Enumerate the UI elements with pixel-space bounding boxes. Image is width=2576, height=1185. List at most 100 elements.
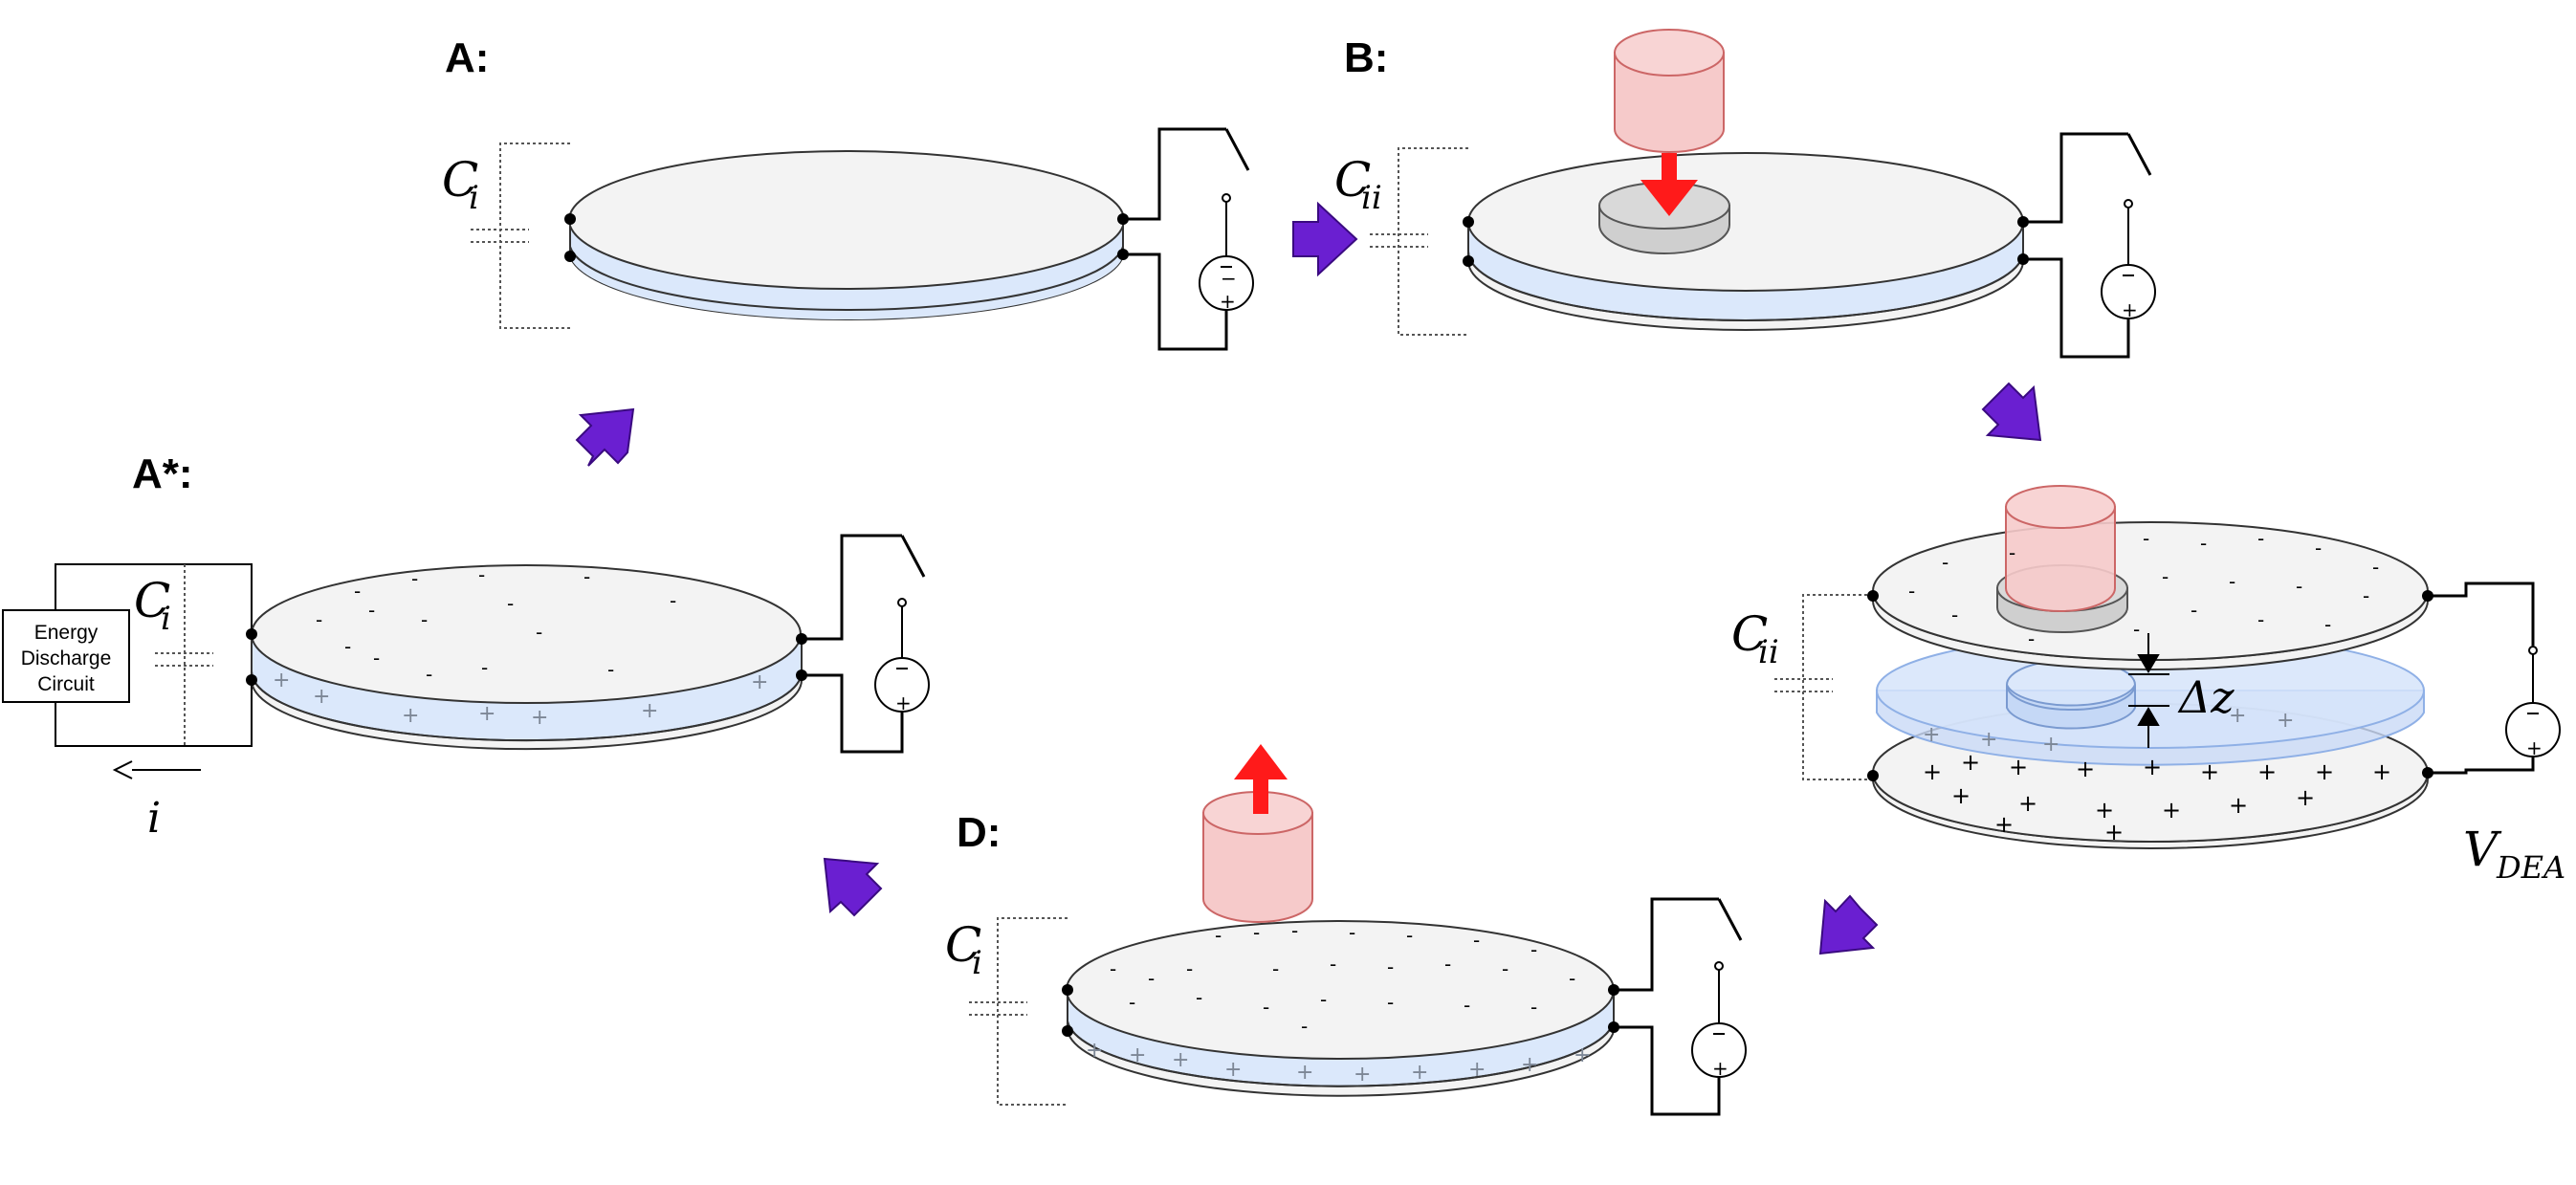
svg-text:+: + [1411, 1061, 1428, 1085]
svg-text:-: - [1253, 921, 1260, 944]
svg-text:-: - [481, 656, 488, 679]
svg-text:-: - [344, 635, 351, 658]
svg-text:-: - [2200, 532, 2207, 555]
panel-b-dea-stack [1463, 152, 2029, 331]
svg-text:+: + [2526, 736, 2543, 759]
svg-text:-: - [478, 563, 485, 586]
svg-text:-: - [2191, 599, 2197, 622]
svg-text:-: - [1908, 580, 1915, 603]
svg-text:+: + [2018, 790, 2037, 817]
svg-text:+: + [1994, 811, 2014, 838]
svg-text:-: - [1320, 988, 1327, 1011]
svg-text:-: - [2133, 618, 2140, 641]
svg-text:+: + [1574, 1043, 1591, 1067]
svg-text:+: + [1220, 290, 1236, 313]
svg-text:-: - [1942, 551, 1949, 574]
svg-text:+: + [1923, 758, 1942, 785]
panel-a-capacitor: C i [442, 143, 570, 329]
panel-b-label: B: [1344, 34, 1388, 81]
svg-text:-: - [1569, 967, 1575, 990]
arrow-astar-to-a [575, 407, 635, 467]
circuit-line-1: Energy [34, 622, 99, 644]
svg-text:-: - [368, 599, 375, 622]
panel-astar-capacitor: C i [134, 564, 213, 746]
svg-text:+: + [2315, 758, 2334, 785]
svg-text:+: + [2277, 709, 2294, 733]
arrow-b-to-c [1981, 382, 2042, 442]
svg-text:+: + [1354, 1063, 1371, 1086]
svg-text:-: - [1530, 938, 1537, 961]
panel-d-capacitor: C i [945, 917, 1068, 1106]
svg-text:-: - [1110, 957, 1116, 980]
svg-text:-: - [583, 565, 590, 588]
svg-text:+: + [2095, 797, 2114, 823]
svg-text:+: + [1712, 1057, 1728, 1080]
svg-text:-: - [1951, 603, 1958, 626]
panel-d-top-charges: -- -- -- -- -- -- -- -- -- -- -- -- [1110, 919, 1575, 1038]
panel-b: B: C ii [1334, 29, 2156, 359]
svg-text:+: + [2122, 298, 2138, 321]
panel-c-capacitor-symbol: C [1731, 606, 1768, 662]
panel-c-elastomer [1876, 632, 2425, 766]
panel-astar-capacitor-symbol: C [134, 573, 170, 628]
svg-text:-: - [1473, 929, 1480, 952]
panel-a-dea-stack [564, 150, 1129, 321]
panel-astar-switch-source [802, 534, 930, 754]
svg-text:-: - [536, 621, 542, 644]
svg-text:+: + [1961, 749, 1980, 776]
panel-c: C ii [1731, 485, 2565, 886]
svg-text:+: + [1468, 1058, 1486, 1082]
panel-d-switch-source [1614, 897, 1747, 1116]
svg-text:-: - [426, 663, 432, 686]
svg-text:-: - [1444, 953, 1451, 976]
svg-text:+: + [2076, 756, 2095, 782]
panel-d-label: D: [957, 809, 1001, 856]
svg-text:-: - [1301, 1015, 1308, 1038]
svg-text:-: - [421, 608, 428, 631]
svg-text:+: + [2009, 754, 2028, 780]
panel-c-voltage-subscript: DEA [2496, 849, 2565, 886]
current-arrow [112, 760, 201, 779]
svg-text:+: + [1923, 723, 1940, 747]
panel-a-label: A: [445, 34, 489, 81]
arrow-a-to-b [1292, 201, 1358, 277]
panel-astar-label: A*: [132, 450, 193, 497]
panel-c-indenter [2005, 485, 2116, 612]
svg-text:−: − [1221, 267, 1237, 290]
svg-text:+: + [1521, 1053, 1538, 1077]
svg-text:+: + [641, 699, 658, 723]
svg-text:-: - [354, 580, 361, 603]
svg-text:-: - [1272, 957, 1279, 980]
current-label: i [147, 794, 161, 843]
panel-astar: A*: Energy Discharge Circuit C i i [2, 450, 930, 843]
svg-text:-: - [1406, 924, 1413, 947]
svg-text:-: - [2257, 527, 2264, 550]
svg-text:-: - [1129, 991, 1135, 1014]
svg-text:+: + [1224, 1058, 1242, 1082]
svg-text:-: - [1464, 994, 1470, 1017]
svg-text:-: - [1148, 967, 1155, 990]
svg-text:-: - [2143, 527, 2149, 550]
panel-c-voltage-symbol: V [2463, 822, 2502, 877]
svg-text:-: - [2324, 613, 2331, 636]
svg-text:+: + [531, 706, 548, 730]
svg-text:-: - [1349, 921, 1355, 944]
svg-text:+: + [2229, 792, 2248, 819]
circuit-line-2: Discharge [21, 647, 112, 669]
panel-c-gap-marker [2128, 633, 2169, 748]
panel-d-dea-stack [1062, 920, 1619, 1097]
svg-text:+: + [1086, 1039, 1103, 1063]
svg-text:-: - [670, 589, 676, 612]
svg-text:+: + [1951, 782, 1971, 809]
svg-text:+: + [478, 702, 495, 726]
svg-text:+: + [1296, 1061, 1313, 1085]
svg-text:-: - [1186, 957, 1193, 980]
panel-b-capacitor: C ii [1334, 147, 1468, 336]
svg-text:+: + [402, 704, 419, 728]
svg-text:-: - [1215, 924, 1222, 947]
circuit-line-3: Circuit [37, 673, 95, 695]
svg-text:-: - [1387, 955, 1394, 978]
svg-text:+: + [2200, 758, 2219, 785]
svg-text:-: - [1330, 953, 1336, 976]
panel-astar-capacitor-subscript: i [161, 600, 171, 638]
